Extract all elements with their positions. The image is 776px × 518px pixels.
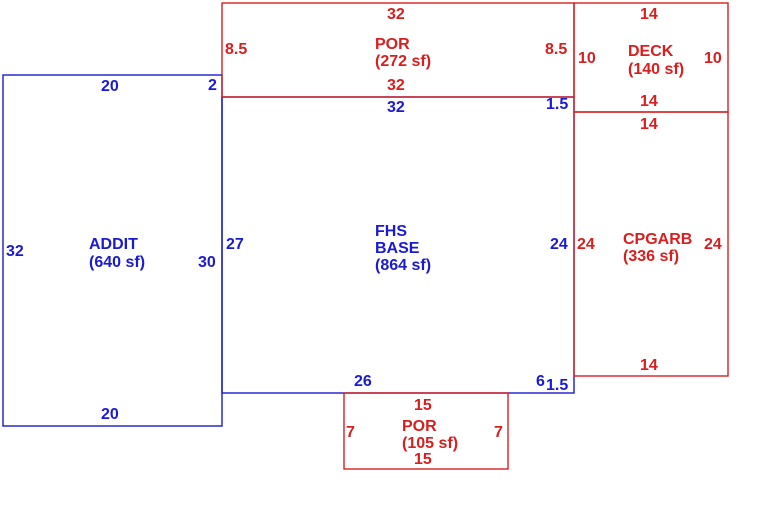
deck-area-name: DECK: [628, 43, 674, 60]
addit-dim-top: 20: [101, 78, 119, 95]
por-top-dim-right: 8.5: [545, 41, 567, 58]
por-top-dim-top: 32: [387, 6, 405, 23]
cpgarb-area-name: CPGARB: [623, 231, 692, 248]
por-top-area-size: (272 sf): [375, 53, 431, 70]
addit-dim-bottom: 20: [101, 406, 119, 423]
base-dim-top-right: 1.5: [546, 96, 568, 113]
deck-dim-right: 10: [704, 50, 722, 67]
base-area-name-1: FHS: [375, 223, 407, 240]
por-bottom-area-name: POR: [402, 418, 437, 435]
base-dim-bottom-right-2: 1.5: [546, 377, 568, 394]
base-dim-bottom: 26: [354, 373, 372, 390]
deck-dim-left: 10: [578, 50, 596, 67]
cpgarb-outline: [573, 111, 729, 377]
cpgarb-dim-right: 24: [704, 236, 722, 253]
por-top-dim-bottom: 32: [387, 77, 405, 94]
deck-dim-top: 14: [640, 6, 658, 23]
cpgarb-dim-bottom: 14: [640, 357, 658, 374]
addit-area-size: (640 sf): [89, 254, 145, 271]
addit-dim-left: 32: [6, 243, 24, 260]
cpgarb-area-size: (336 sf): [623, 248, 679, 265]
cpgarb-dim-left: 24: [577, 236, 595, 253]
base-area-name-2: BASE: [375, 240, 420, 257]
deck-dim-bottom: 14: [640, 93, 658, 110]
base-dim-left: 27: [226, 236, 244, 253]
por-bottom-dim-bottom: 15: [414, 451, 432, 468]
addit-dim-top-right: 2: [208, 77, 217, 94]
base-dim-right: 24: [550, 236, 568, 253]
por-bottom-dim-right: 7: [494, 424, 503, 441]
por-bottom-dim-top: 15: [414, 397, 432, 414]
base-dim-top: 32: [387, 99, 405, 116]
por-top-area-name: POR: [375, 36, 410, 53]
cpgarb-dim-top: 14: [640, 116, 658, 133]
por-bottom-dim-left: 7: [346, 424, 355, 441]
base-area-size: (864 sf): [375, 257, 431, 274]
por-bottom-outline: [343, 392, 509, 470]
deck-area-size: (140 sf): [628, 61, 684, 78]
base-dim-bottom-right: 6: [536, 373, 545, 390]
addit-dim-right: 30: [198, 254, 216, 271]
por-top-dim-left: 8.5: [225, 41, 247, 58]
por-bottom-area-size: (105 sf): [402, 435, 458, 452]
addit-area-name: ADDIT: [89, 236, 138, 253]
